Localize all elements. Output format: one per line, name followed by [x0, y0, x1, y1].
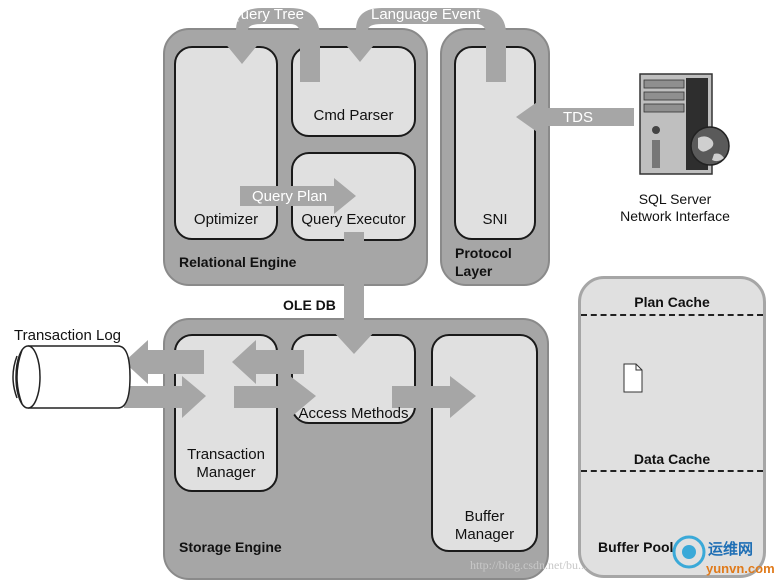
transaction-manager-label-line2: Manager — [196, 464, 256, 481]
transaction-log-cylinder — [12, 345, 131, 409]
client-label-line1: SQL Server — [638, 191, 712, 207]
access-methods-label: Access Methods — [298, 405, 409, 422]
cmd-parser-label: Cmd Parser — [313, 107, 394, 124]
protocol-layer-title-line1: Protocol — [455, 245, 512, 261]
buffer-manager-box — [431, 334, 538, 552]
relational-engine-title: Relational Engine — [179, 254, 297, 270]
globe-icon — [690, 126, 730, 166]
buffer-pool — [578, 276, 766, 578]
buffer-manager-label-line1: Buffer — [464, 508, 505, 525]
language-event-label: Language Event — [371, 6, 481, 23]
sni-label: SNI — [482, 211, 508, 228]
buffer-pool-title: Buffer Pool — [598, 539, 674, 555]
watermark-site: yunvn.com — [706, 561, 775, 576]
ole-db-label: OLE DB — [283, 297, 336, 313]
plan-cache-divider — [581, 314, 763, 316]
data-cache-label: Data Cache — [633, 451, 711, 467]
watermark-brand: 运维网 — [708, 540, 754, 558]
query-plan-label: Query Plan — [252, 188, 328, 205]
query-tree-label: Query Tree — [229, 6, 305, 23]
server-tower-icon — [639, 73, 713, 175]
watermark-url: http://blog.csdn.net/bu... — [470, 558, 587, 572]
optimizer-label: Optimizer — [193, 211, 259, 228]
data-cache-divider — [581, 470, 763, 472]
transaction-manager-label-line1: Transaction — [187, 446, 265, 463]
tds-label: TDS — [563, 109, 593, 126]
client-label-line2: Network Interface — [620, 208, 730, 224]
protocol-layer-title-line2: Layer — [455, 263, 493, 279]
transaction-log-label: Transaction Log — [14, 327, 122, 344]
storage-engine-title: Storage Engine — [179, 539, 282, 555]
query-executor-label: Query Executor — [301, 211, 406, 228]
plan-cache-label: Plan Cache — [634, 294, 710, 310]
buffer-manager-label-line2: Manager — [454, 526, 515, 543]
